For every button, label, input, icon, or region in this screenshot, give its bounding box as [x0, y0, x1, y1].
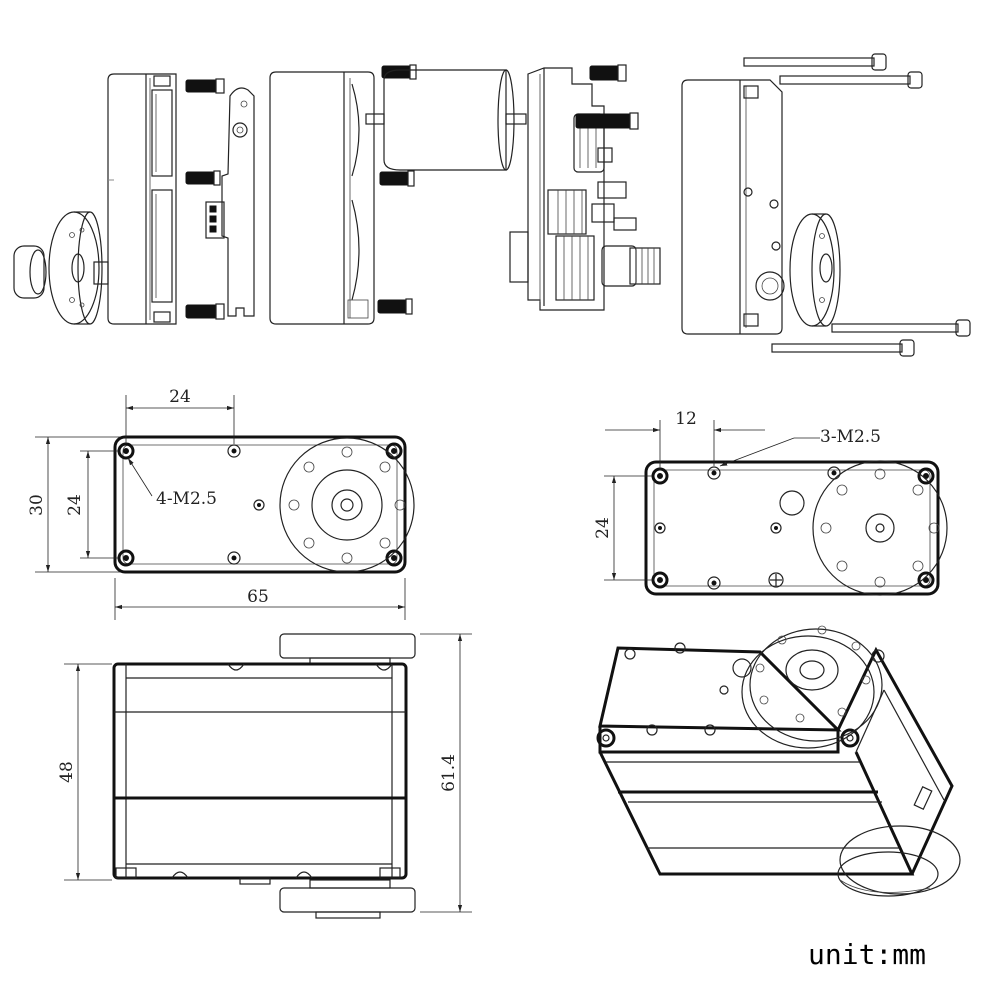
side-height-label: 48: [57, 761, 77, 783]
side-total-height-label: 61.4: [439, 754, 459, 792]
back-hole-spacing-label: 12: [675, 409, 697, 429]
back-view: 12 3-M2.5 24: [593, 409, 948, 596]
side-dim-48: 48: [57, 663, 112, 881]
output-horn-right: [789, 213, 841, 327]
middle-case: [269, 71, 375, 325]
iso-output-horn: [741, 625, 883, 749]
output-horn-left: [13, 211, 109, 325]
back-dim-12: 12: [605, 409, 765, 470]
front-hole-spacing-label: 24: [169, 387, 191, 407]
front-output-horn: [279, 437, 415, 573]
front-dim-24-left: 24: [65, 450, 118, 559]
front-inner-height-label: 24: [65, 494, 85, 516]
front-length-label: 65: [247, 587, 269, 607]
screws-row-2: [377, 64, 417, 315]
exploded-view: [13, 53, 971, 357]
front-dim-65: 65: [114, 578, 406, 620]
gearbox: [509, 64, 661, 311]
control-board: [205, 87, 255, 317]
front-dim-24-top: 24: [125, 387, 235, 444]
front-leader-4m25: 4-M2.5: [127, 457, 217, 509]
motor: [365, 69, 527, 171]
back-height-label: 24: [593, 517, 613, 539]
front-view: 24 30 24 65 4-M2.5: [27, 387, 415, 620]
back-dim-24: 24: [593, 475, 652, 581]
front-dim-30: 30: [27, 436, 120, 573]
unit-label: unit:mm: [808, 938, 927, 971]
screws-row-1: [185, 78, 225, 320]
bottom-cover: [107, 73, 177, 325]
back-mount-holes: [651, 466, 935, 590]
back-output-horn: [812, 460, 948, 596]
back-holes-label: 3-M2.5: [820, 427, 881, 447]
top-case: [681, 79, 785, 335]
front-height-label: 30: [27, 494, 47, 516]
front-holes-label: 4-M2.5: [156, 489, 217, 509]
side-dim-614: 61.4: [420, 633, 472, 913]
isometric-view: [596, 625, 961, 897]
side-view: 48 61.4: [57, 633, 472, 919]
back-leader-3m25: 3-M2.5: [719, 427, 881, 467]
long-screws: [743, 53, 971, 357]
